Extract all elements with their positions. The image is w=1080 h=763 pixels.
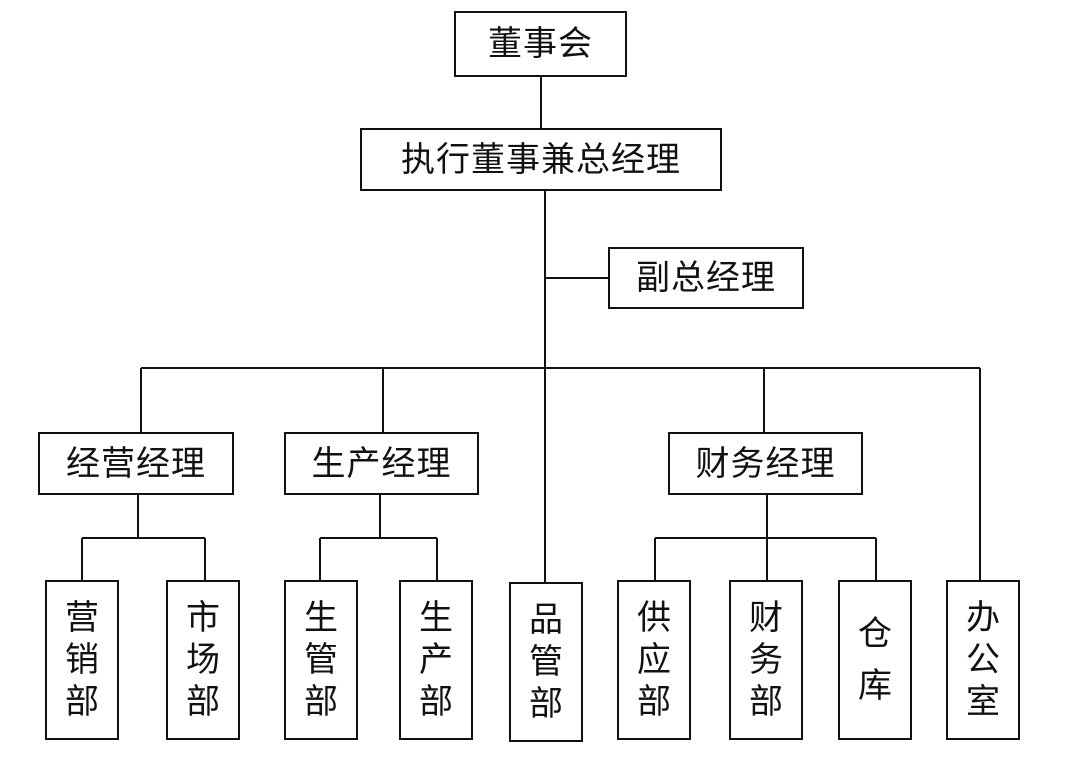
node-vice: 副总经理 <box>608 247 804 309</box>
node-supply-dept-label: 供应部 <box>636 598 671 722</box>
node-market-dept: 市场部 <box>166 580 240 740</box>
node-board: 董事会 <box>454 11 627 77</box>
node-finance-manager-label: 财务经理 <box>695 443 836 484</box>
node-production-manager-label: 生产经理 <box>311 443 452 484</box>
node-office: 办公室 <box>946 580 1020 740</box>
node-exec-label: 执行董事兼总经理 <box>401 139 681 180</box>
node-sales-manager-label: 经营经理 <box>66 443 206 484</box>
node-warehouse: 仓 库 <box>838 580 912 740</box>
node-board-label: 董事会 <box>488 24 593 64</box>
node-prod-mgmt-dept-label: 生管部 <box>303 598 338 722</box>
node-quality-dept: 品管部 <box>509 582 583 742</box>
node-marketing-dept: 营销部 <box>45 580 119 740</box>
node-market-dept-label: 市场部 <box>185 598 220 722</box>
node-vice-label: 副总经理 <box>636 258 776 298</box>
node-quality-dept-label: 品管部 <box>528 600 563 724</box>
node-prod-mgmt-dept: 生管部 <box>284 580 358 740</box>
node-sales-manager: 经营经理 <box>38 432 234 495</box>
node-exec: 执行董事兼总经理 <box>360 128 722 191</box>
node-finance-dept-label: 财务部 <box>748 598 783 722</box>
node-finance-manager: 财务经理 <box>668 432 863 495</box>
node-production-dept: 生产部 <box>399 580 473 740</box>
node-finance-dept: 财务部 <box>729 580 803 740</box>
node-office-label: 办公室 <box>965 598 1000 722</box>
node-supply-dept: 供应部 <box>617 580 691 740</box>
node-warehouse-label: 仓 库 <box>857 614 892 706</box>
node-production-dept-label: 生产部 <box>418 598 453 722</box>
node-marketing-dept-label: 营销部 <box>64 598 99 722</box>
node-production-manager: 生产经理 <box>284 432 479 495</box>
